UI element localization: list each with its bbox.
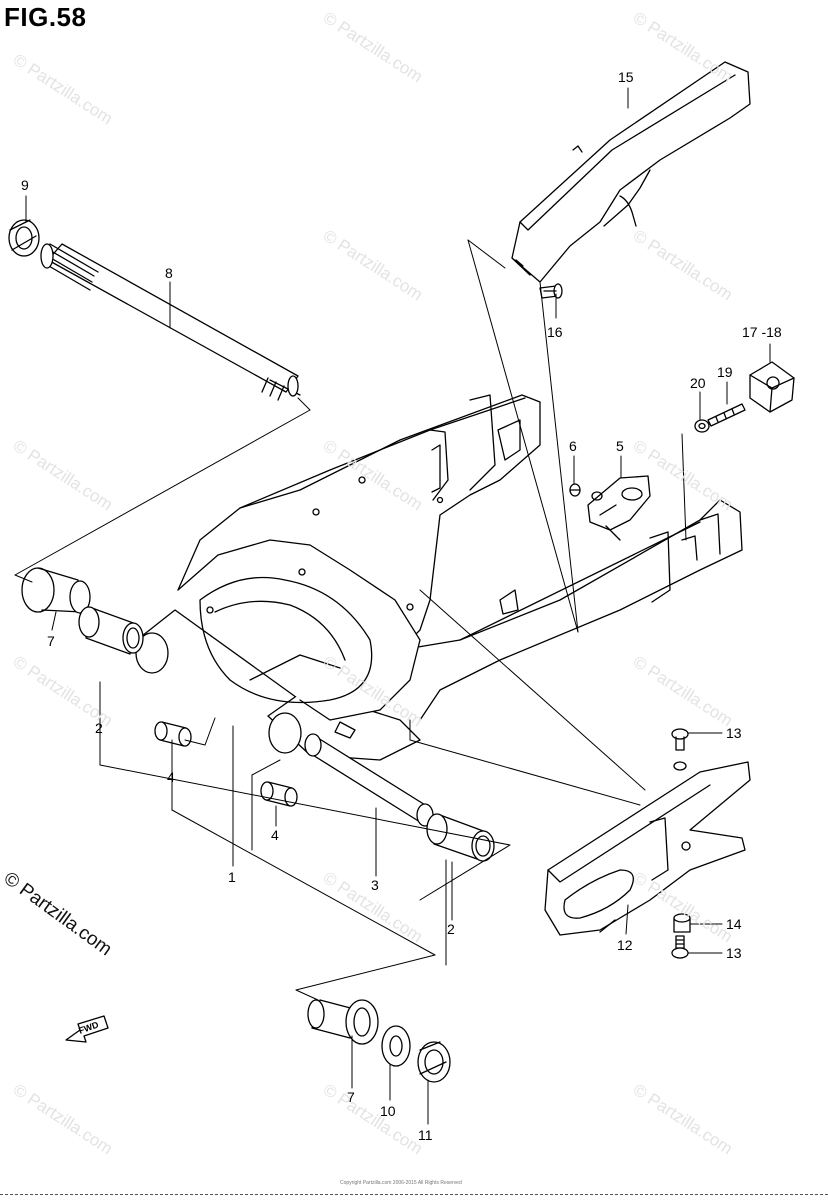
bearing-2-upper-part [78, 606, 144, 655]
callouts: 9 8 15 16 17 -18 19 20 6 5 7 2 4 4 1 3 2… [21, 69, 782, 1143]
callout-20: 20 [690, 375, 706, 391]
footer-divider [0, 1194, 828, 1195]
callout-17-18: 17 -18 [742, 324, 782, 340]
callout-7-upper: 7 [47, 633, 55, 649]
callout-9: 9 [21, 177, 29, 193]
bracket-part [569, 475, 651, 541]
callout-19: 19 [717, 364, 733, 380]
callout-13-lower: 13 [726, 945, 742, 961]
pivot-shaft-part [40, 243, 301, 401]
callout-5: 5 [616, 438, 624, 454]
bolt-13-upper-part [671, 728, 689, 771]
copyright-text: Copyright Partzilla.com 2006-2015 All Ri… [340, 1180, 462, 1186]
callout-8: 8 [165, 265, 173, 281]
leader-lines [25, 87, 771, 1125]
callout-6: 6 [569, 438, 577, 454]
bushing-7-lower-part [307, 999, 379, 1045]
callout-15: 15 [618, 69, 634, 85]
spacer-14-part [673, 913, 691, 933]
bearing-2-lower-part [426, 813, 495, 862]
bolt-13-lower-part [671, 935, 689, 959]
bolt-16-part [539, 283, 563, 299]
adjuster-bolt-part [694, 403, 746, 433]
forward-arrow-icon: FWD [65, 1015, 109, 1043]
pivot-nut-part [8, 219, 40, 257]
callout-13-upper: 13 [726, 725, 742, 741]
chain-cover-part [511, 61, 751, 283]
chain-buffer-part [544, 761, 751, 936]
callout-11: 11 [418, 1127, 433, 1143]
callout-7-lower: 7 [347, 1089, 355, 1105]
figure-title: FIG.58 [4, 2, 87, 32]
callout-10: 10 [380, 1103, 396, 1119]
callout-14: 14 [726, 916, 742, 932]
swingarm-part [135, 394, 743, 761]
callout-16: 16 [547, 324, 563, 340]
callout-1: 1 [228, 869, 236, 885]
callout-4-upper: 4 [167, 769, 175, 785]
nut-11-part [417, 1041, 451, 1083]
callout-4-lower: 4 [271, 827, 279, 843]
callout-2-upper: 2 [95, 720, 103, 736]
chain-adjuster-part [749, 361, 795, 413]
callout-2-lower: 2 [447, 921, 455, 937]
needle-bearing-4-upper-part [154, 721, 192, 747]
washer-10-part [381, 1025, 411, 1067]
bushing-7-upper-part [21, 567, 91, 614]
callout-12: 12 [617, 937, 633, 953]
callout-3: 3 [371, 877, 379, 893]
